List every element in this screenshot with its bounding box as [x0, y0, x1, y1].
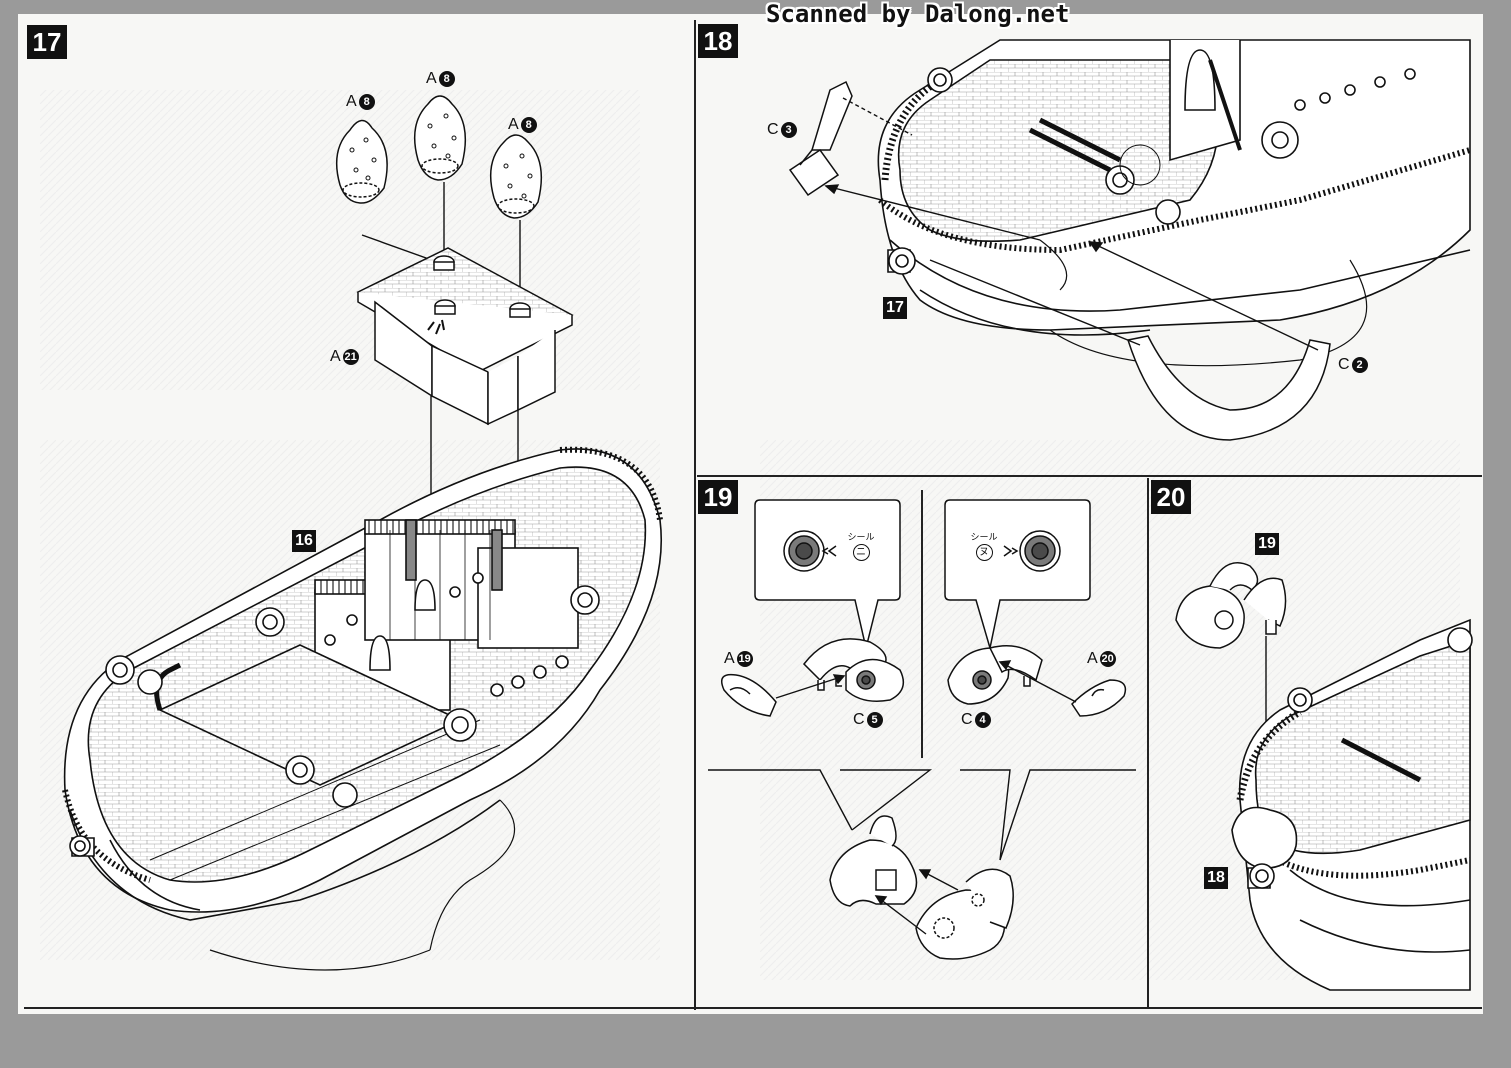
ship-hull-step18 — [877, 39, 1471, 367]
part-a19 — [721, 673, 777, 717]
tree-part-a8-left — [335, 119, 388, 204]
part-c4 — [947, 645, 1043, 705]
part-a20 — [1071, 679, 1127, 717]
ref-step-19: 19 — [1255, 533, 1279, 555]
zoom-wedges — [708, 769, 1136, 861]
arrow-c3 — [824, 97, 1041, 241]
part-c3 — [788, 80, 853, 197]
scan-credit-banner: Scanned by Dalong.net — [766, 0, 1070, 28]
arrows-c2 — [929, 241, 1319, 351]
ref-step-16: 16 — [292, 530, 316, 552]
step-18-number: 18 — [698, 24, 738, 58]
tree-part-a8-mid — [413, 95, 467, 181]
part-c5 — [803, 638, 905, 702]
part-c2 — [1127, 335, 1331, 441]
assembled-head — [829, 815, 1014, 960]
step-17-number: 17 — [27, 25, 67, 59]
step-20-number: 20 — [1151, 480, 1191, 514]
arrow-a19 — [775, 674, 846, 699]
head-arrows — [874, 869, 959, 935]
seal-label-ni: シールニ — [845, 533, 877, 561]
step-19-number: 19 — [698, 480, 738, 514]
application-marks — [821, 545, 1019, 557]
arrow-a20 — [998, 660, 1077, 703]
ref-step-17: 17 — [883, 297, 907, 319]
tree-part-a8-right — [489, 134, 543, 219]
ship-hull-step20 — [1231, 618, 1473, 991]
ship-hull-step17 — [62, 446, 663, 971]
ref-step-18: 18 — [1204, 867, 1228, 889]
deck-part-a21 — [356, 247, 574, 426]
seal-callout-left — [754, 499, 901, 649]
panel-frames — [24, 20, 1482, 1010]
head-part-step20 — [1175, 562, 1287, 649]
seal-callout-right — [944, 499, 1091, 649]
seal-label-nu: シールヌ — [968, 533, 1000, 561]
